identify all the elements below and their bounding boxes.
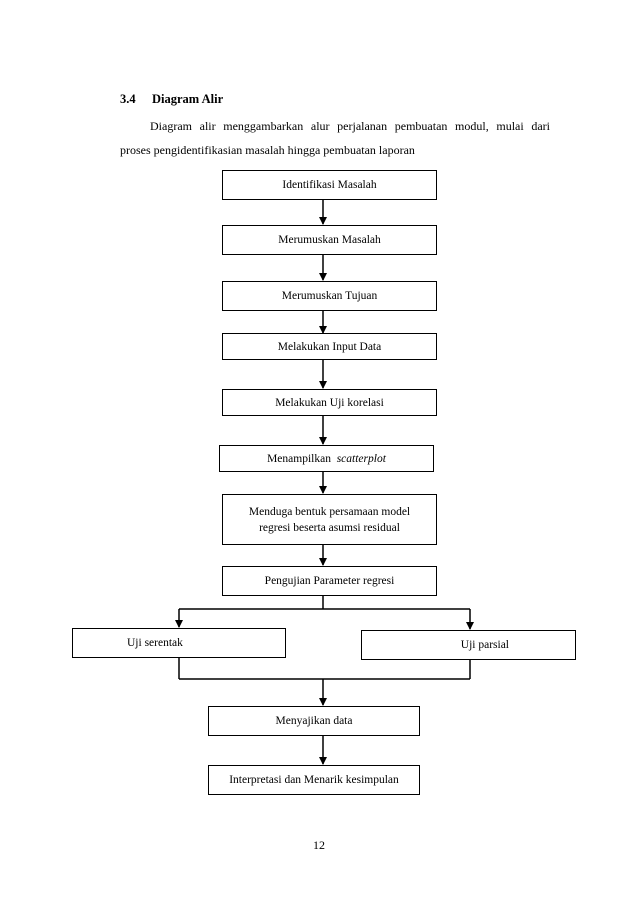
step-scatterplot: Menampilkan scatterplot [219,445,434,472]
section-heading: 3.4 Diagram Alir [120,92,223,107]
step-pengujian-parameter: Pengujian Parameter regresi [222,566,437,596]
step-identifikasi-masalah: Identifikasi Masalah [222,170,437,200]
section-number: 3.4 [120,92,136,106]
step-merumuskan-tujuan: Merumuskan Tujuan [222,281,437,311]
step-uji-korelasi: Melakukan Uji korelasi [222,389,437,416]
branch-uji-parsial: Uji parsial [361,630,576,660]
step-input-data: Melakukan Input Data [222,333,437,360]
step-merumuskan-masalah: Merumuskan Masalah [222,225,437,255]
section-paragraph: Diagram alir menggambarkan alur perjalan… [120,114,550,162]
step-menduga-model: Menduga bentuk persamaan model regresi b… [222,494,437,545]
page-number: 12 [313,838,325,852]
step-menyajikan-data: Menyajikan data [208,706,420,736]
branch-uji-serentak: Uji serentak [72,628,286,658]
scatter-term: scatterplot [336,452,386,465]
section-title: Diagram Alir [152,92,224,106]
model-line-2: regresi beserta asumsi residual [259,521,400,534]
paragraph-line-1: Diagram alir menggambarkan alur perjalan… [150,119,550,133]
model-line-1: Menduga bentuk persamaan model [248,505,411,518]
scatter-prefix: Menampilkan [267,452,331,465]
step-interpretasi-kesimpulan: Interpretasi dan Menarik kesimpulan [208,765,420,795]
paragraph-line-2: proses pengidentifikasian masalah hingga… [120,143,415,157]
